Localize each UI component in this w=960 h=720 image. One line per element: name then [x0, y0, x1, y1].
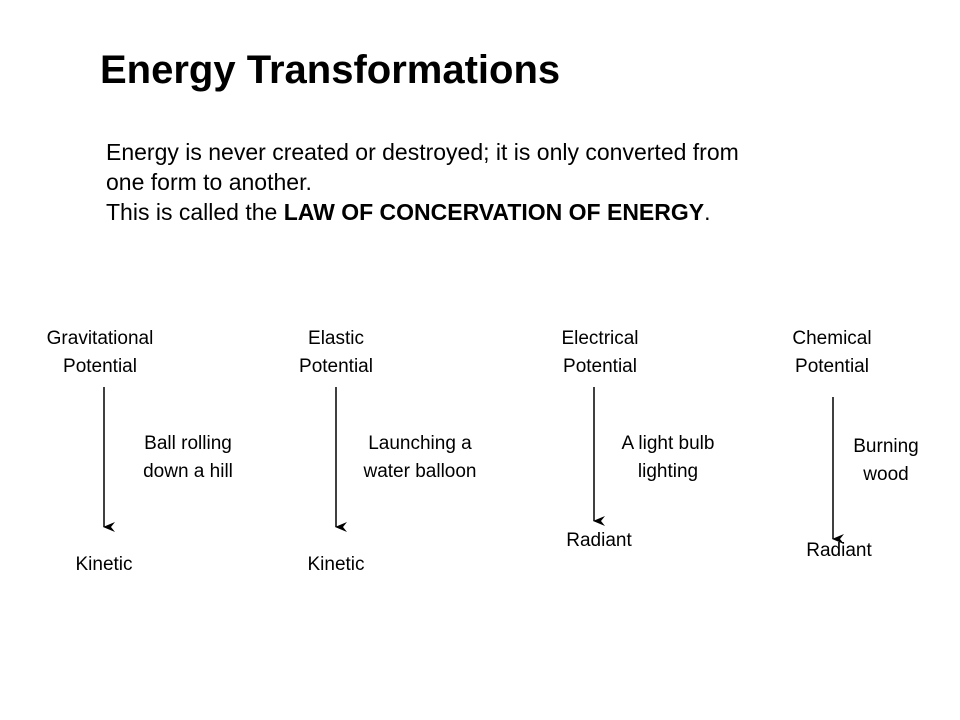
source-label-line-1: Electrical	[561, 328, 639, 349]
law-name: LAW OF CONCERVATION OF ENERGY	[283, 199, 705, 225]
intro-line-3-suffix: .	[704, 199, 711, 225]
result-radiant-2: Radiant	[806, 540, 872, 561]
source-label-line-2: Potential	[299, 356, 373, 377]
page-title: Energy Transformations	[100, 48, 561, 92]
source-label-line-1: Elastic	[308, 328, 364, 349]
intro-line-3-prefix: This is called the	[106, 199, 284, 225]
process-burning-wood: Burning wood	[786, 433, 960, 489]
result-kinetic-2: Kinetic	[307, 554, 365, 575]
source-chemical-potential: Chemical Potential	[732, 325, 932, 381]
process-launching-water-balloon: Launching a water balloon	[320, 430, 520, 486]
source-label-line-2: Potential	[795, 356, 869, 377]
process-label-line-1: Ball rolling	[144, 433, 232, 454]
process-label-line-1: Burning	[853, 436, 919, 457]
source-label-line-2: Potential	[63, 356, 137, 377]
process-label-line-2: wood	[863, 464, 909, 485]
intro-line-3: This is called the LAW OF CONCERVATION O…	[106, 197, 866, 227]
source-label-line-1: Chemical	[792, 328, 872, 349]
process-light-bulb-lighting: A light bulb lighting	[568, 430, 768, 486]
source-elastic-potential: Elastic Potential	[236, 325, 436, 381]
source-electrical-potential: Electrical Potential	[500, 325, 700, 381]
process-label-line-1: Launching a	[368, 433, 472, 454]
process-label-line-2: water balloon	[363, 461, 477, 482]
process-ball-rolling: Ball rolling down a hill	[88, 430, 288, 486]
intro-line-2: one form to another.	[106, 169, 312, 195]
source-gravitational-potential: Gravitational Potential	[0, 325, 200, 381]
intro-text: Energy is never created or destroyed; it…	[106, 137, 866, 227]
source-label-line-1: Gravitational	[46, 328, 154, 349]
source-label-line-2: Potential	[563, 356, 637, 377]
process-label-line-1: A light bulb	[621, 433, 715, 454]
result-radiant-1: Radiant	[566, 530, 632, 551]
result-kinetic-1: Kinetic	[75, 554, 133, 575]
process-label-line-2: lighting	[637, 461, 699, 482]
process-label-line-2: down a hill	[143, 461, 233, 482]
intro-line-1: Energy is never created or destroyed; it…	[106, 139, 739, 165]
